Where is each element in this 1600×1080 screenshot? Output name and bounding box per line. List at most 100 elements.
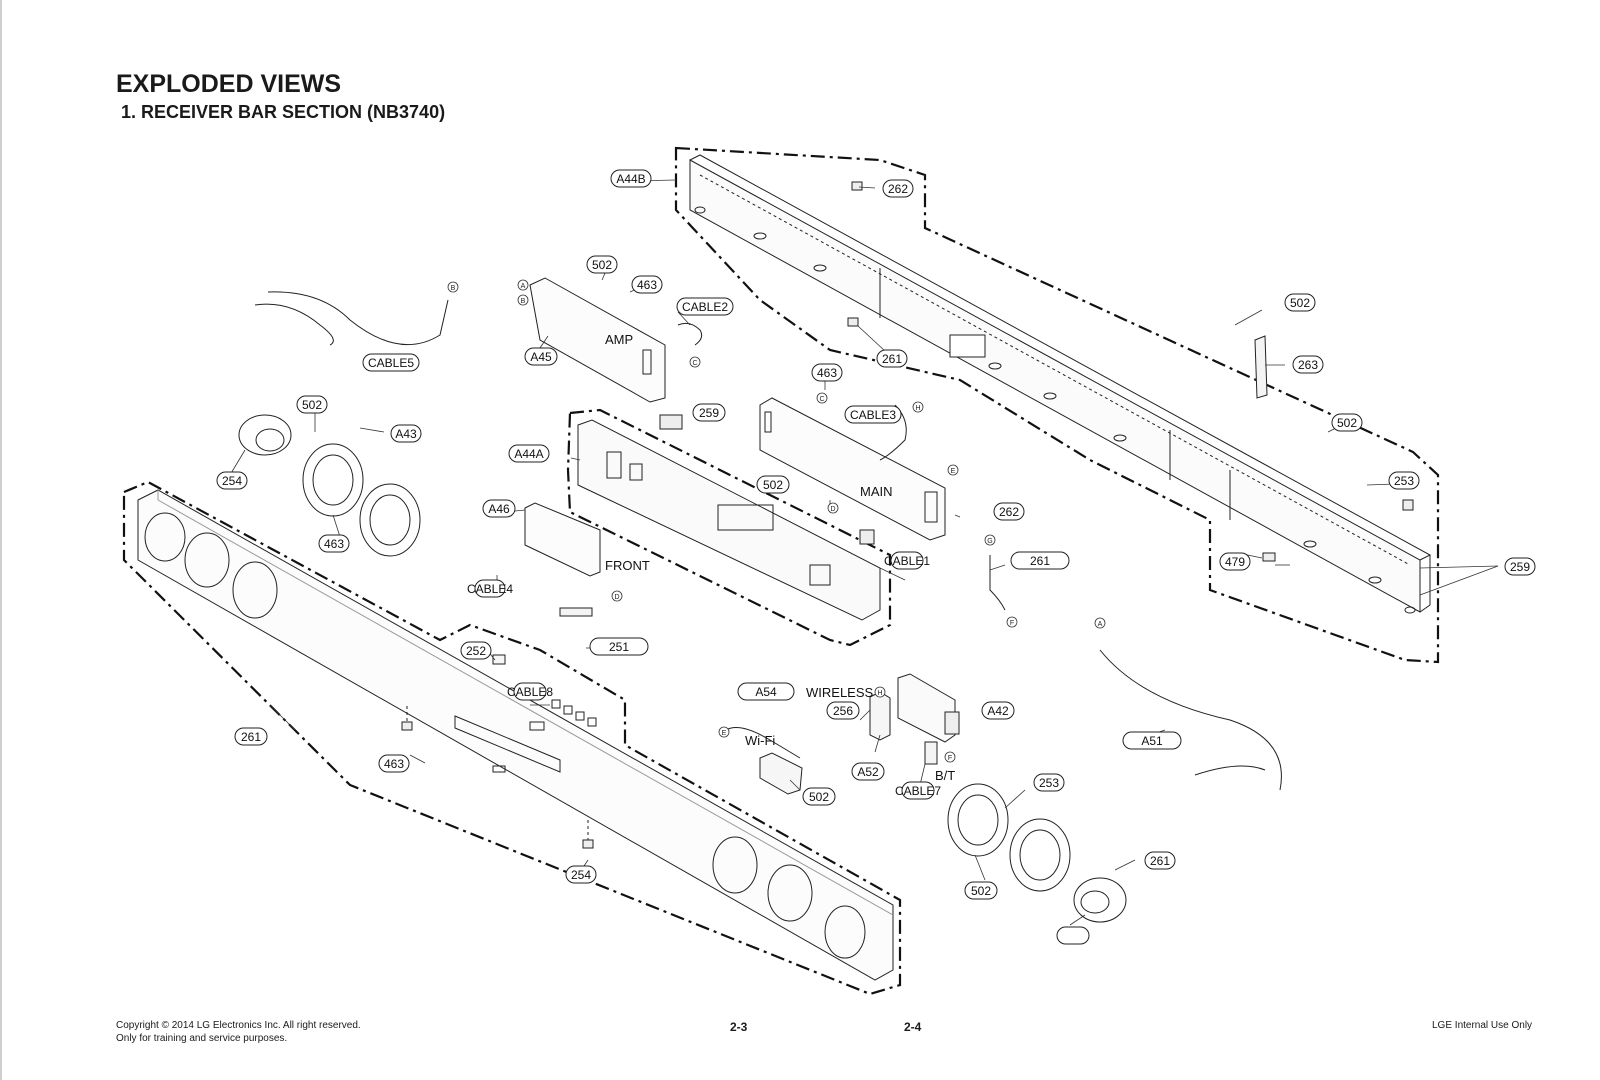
page-left-border <box>0 0 2 1080</box>
marker-f: F <box>948 755 952 762</box>
marker-c: C <box>692 360 697 367</box>
callout-cable4: 261 <box>1030 554 1050 568</box>
callout-bubble <box>565 865 597 884</box>
marker-f: F <box>1010 620 1014 627</box>
callout-463: CABLE4 <box>467 582 513 596</box>
callout-262: 262 <box>888 182 908 196</box>
section-subtitle: 1. RECEIVER BAR SECTION (NB3740) <box>121 102 446 122</box>
callout-bubble <box>802 787 836 806</box>
callout-bubble <box>362 353 420 372</box>
callout-bubble <box>482 499 516 518</box>
callout-bubble <box>390 424 422 443</box>
callout-a43: A46 <box>488 502 510 516</box>
amp-pcb <box>529 277 703 403</box>
label-amp: AMP <box>605 332 633 347</box>
front-frame-bracket-outline <box>566 408 892 647</box>
marker-e: E <box>722 730 727 737</box>
group-outlines <box>122 146 1440 996</box>
speaker-grille-left-1 <box>144 512 186 562</box>
callout-252: CABLE8 <box>507 685 553 699</box>
callout-bubble <box>826 701 860 720</box>
callout-bubble <box>378 754 410 773</box>
key-buttons <box>492 654 597 731</box>
callout-463: 463 <box>637 278 657 292</box>
callout-cable2: CABLE2 <box>682 300 728 314</box>
callout-bubble <box>882 179 914 198</box>
callout-a44a: A44A <box>514 447 543 461</box>
callout-bubble <box>1010 551 1070 570</box>
callout-261: 479 <box>1225 555 1245 569</box>
callout-254: 254 <box>222 474 242 488</box>
callout-bubble <box>890 551 924 570</box>
callout-cable5: CABLE5 <box>368 356 414 370</box>
bt-module <box>869 691 938 765</box>
speaker-grille-right-3 <box>824 905 866 959</box>
callout-bubble <box>508 444 550 463</box>
training-note: Only for training and service purposes. <box>116 1033 288 1044</box>
callout-256: A42 <box>987 704 1009 718</box>
callout-bubble <box>737 682 795 701</box>
callout-463: A52 <box>857 765 879 779</box>
callout-bubble <box>1144 851 1176 870</box>
callout-bubble <box>1122 731 1182 750</box>
callout-bubble <box>631 275 663 294</box>
callout-502: 253 <box>1039 776 1059 790</box>
marker-h: H <box>877 690 882 697</box>
page-title: EXPLODED VIEWS <box>116 70 342 98</box>
callout-bubble <box>216 471 248 490</box>
callout-bubble <box>234 727 268 746</box>
callout-a42: 261 <box>241 730 261 744</box>
marker-a: A <box>1098 621 1103 628</box>
speaker-grille-right-2 <box>767 864 813 922</box>
callout-261: 463 <box>384 757 404 771</box>
copyright-line: Copyright © 2014 LG Electronics Inc. All… <box>116 1020 361 1031</box>
speaker-grille-left-3 <box>232 561 278 619</box>
callout-479: 259 <box>1510 560 1530 574</box>
callout-bubble <box>901 781 935 800</box>
callout-bubble <box>1388 471 1420 490</box>
callout-a44b: A44B <box>616 172 645 186</box>
callout-a54: 256 <box>833 704 853 718</box>
callout-502: 502 <box>1290 296 1310 310</box>
callout-bubble <box>1219 552 1251 571</box>
callout-bubble <box>589 637 649 656</box>
callout-cable8: A54 <box>755 685 777 699</box>
front-bar <box>137 489 894 981</box>
frame-bracket <box>577 414 881 621</box>
callout-bubble <box>474 579 506 598</box>
callout-bubble <box>811 363 843 382</box>
callout-a51: 502 <box>809 790 829 804</box>
callout-bubble <box>876 349 908 368</box>
marker-b: B <box>521 298 526 305</box>
callout-263: 263 <box>1298 358 1318 372</box>
callout-bubble <box>586 255 618 274</box>
callout-bubble <box>1056 926 1090 945</box>
callout-bubble <box>1284 293 1316 312</box>
callout-a46: 502 <box>763 478 783 492</box>
callout-bubble <box>676 297 734 316</box>
callout-bubble <box>318 534 350 553</box>
label-bt: B/T <box>935 768 955 783</box>
callout-a52: CABLE7 <box>895 784 941 798</box>
callouts <box>216 169 1536 945</box>
callout-bubble <box>844 405 902 424</box>
front-pcb <box>524 502 601 617</box>
callout-251: 252 <box>466 644 486 658</box>
marker-h: H <box>915 405 920 412</box>
wifi-module <box>725 727 803 795</box>
board-labels: AMP MAIN FRONT WIRELESS Wi-Fi B/T <box>605 332 955 783</box>
speakers <box>238 414 1127 923</box>
page-number-right: 2-4 <box>904 1020 922 1034</box>
callout-bubble <box>1292 355 1324 374</box>
label-wireless: WIRELESS <box>806 685 874 700</box>
marker-c: C <box>819 396 824 403</box>
label-wifi: Wi-Fi <box>745 733 775 748</box>
page-number-left: 2-3 <box>730 1020 748 1034</box>
speaker-grille-left-2 <box>184 532 230 588</box>
callout-502: 502 <box>592 258 612 272</box>
bracket-256 <box>897 673 960 743</box>
callout-502: 502 <box>1337 416 1357 430</box>
callout-bubble <box>1033 773 1065 792</box>
callout-bubble <box>993 502 1025 521</box>
